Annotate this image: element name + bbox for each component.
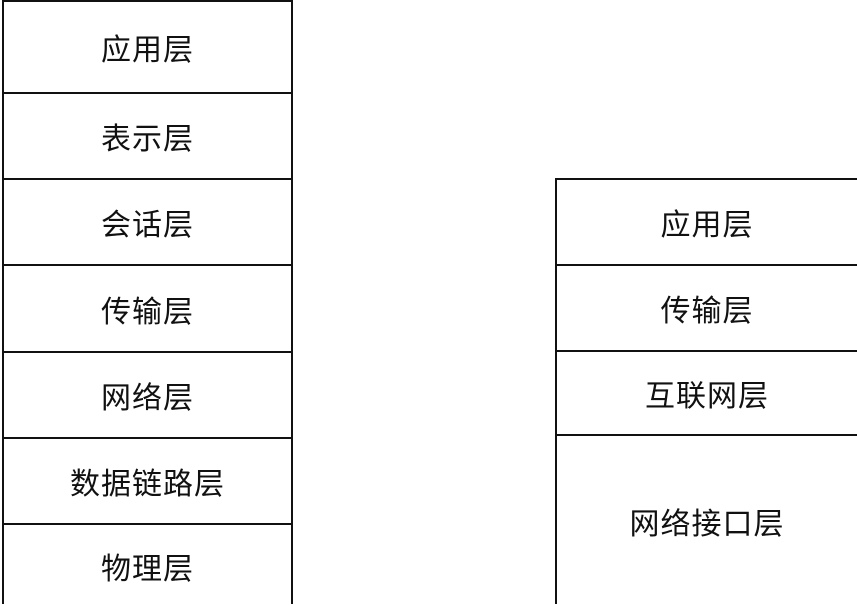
tcpip-layer-application: 应用层 [660,208,754,243]
osi-layer-presentation: 表示层 [4,92,291,178]
tcpip-layer-network-interface: 网络接口层 [557,434,857,606]
tcpip-layer-internet: 互联网层 [557,350,857,434]
tcpip-layer-transport: 传输层 [557,264,857,350]
osi-layer-network: 网络层 [4,351,291,437]
osi-layer-physical: 物理层 [4,523,291,606]
osi-layer-data-link: 数据链路层 [4,437,291,523]
osi-layer-session: 会话层 [4,178,291,264]
osi-model-stack: 应用层 表示层 会话层 传输层 网络层 数据链路层 物理层 [2,0,293,604]
osi-layer-application: 应用层 [101,33,194,68]
tcpip-model-stack: 应用层 传输层 互联网层 网络接口层 [555,178,857,604]
osi-layer-transport: 传输层 [4,264,291,351]
